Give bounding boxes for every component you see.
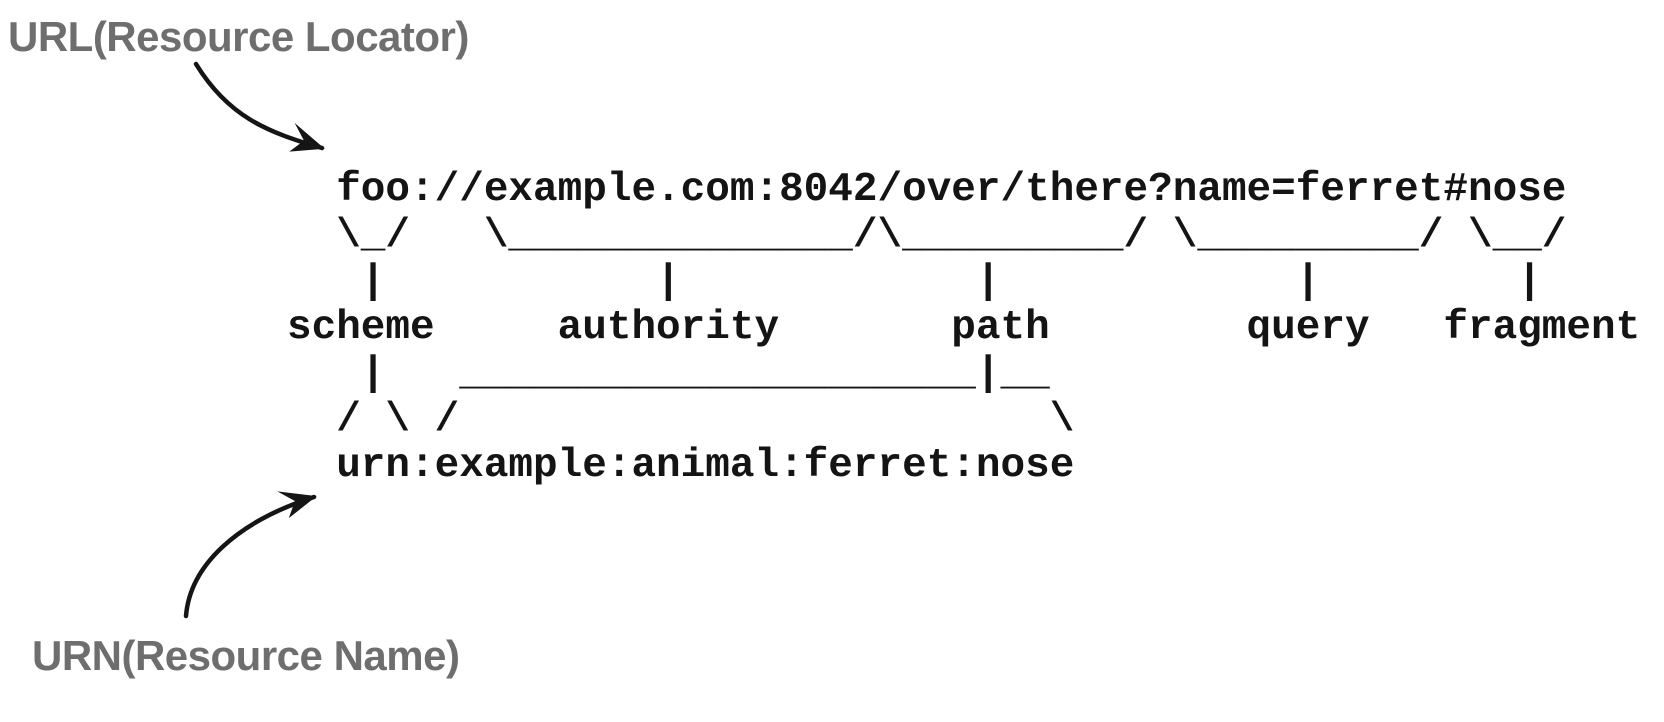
url-arrow-icon	[193, 61, 325, 152]
uri-components-ascii-art: foo://example.com:8042/over/there?name=f…	[287, 167, 1641, 489]
urn-label: URN(Resource Name)	[32, 632, 460, 679]
url-label: URL(Resource Locator)	[8, 13, 469, 60]
urn-arrow-icon	[183, 491, 317, 619]
